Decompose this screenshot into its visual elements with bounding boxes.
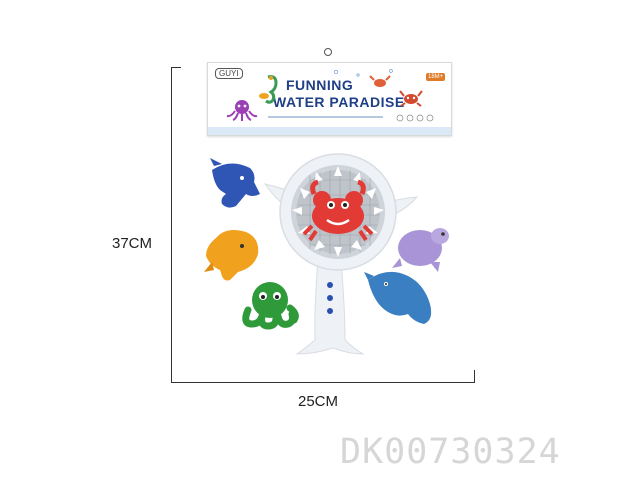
header-fish-icon: [259, 93, 269, 99]
dimension-bracket-bottom-line: [171, 382, 475, 383]
header-bottom-strip: [208, 127, 451, 135]
height-dimension-label: 37CM: [112, 235, 153, 252]
age-badge: 18M+: [426, 73, 446, 81]
header-crab2-icon: [399, 90, 423, 107]
crab-toy: [302, 179, 374, 242]
shark-net-toy: [263, 153, 419, 355]
blue-ray-toy: [364, 271, 432, 324]
width-dimension-label: 25CM: [298, 393, 339, 410]
header-seahorse-icon: [265, 75, 278, 104]
brand-logo: GUYI: [215, 68, 243, 79]
dimension-bracket-top-tick: [171, 67, 181, 68]
header-octopus-icon: [226, 100, 258, 121]
product-title-line1: FUNNING: [286, 77, 354, 93]
blue-shark-toy: [210, 158, 260, 208]
product-code-watermark: DK00730324: [340, 432, 561, 472]
green-octopus-toy: [242, 282, 299, 330]
packaging-header-card: GUYI FUNNING WATER PARADISE 18M+: [207, 62, 452, 136]
dimension-bracket-left-line: [171, 67, 172, 383]
dimension-bracket-right-tick: [474, 370, 475, 383]
hanging-hole: [324, 48, 332, 56]
header-safety-icons: [396, 114, 434, 122]
orange-fish-toy: [204, 230, 259, 281]
lilac-turtle-toy: [392, 228, 449, 272]
product-title-line2: WATER PARADISE: [273, 94, 405, 110]
header-illustrations: [226, 69, 434, 122]
header-crab-icon: [369, 75, 391, 87]
